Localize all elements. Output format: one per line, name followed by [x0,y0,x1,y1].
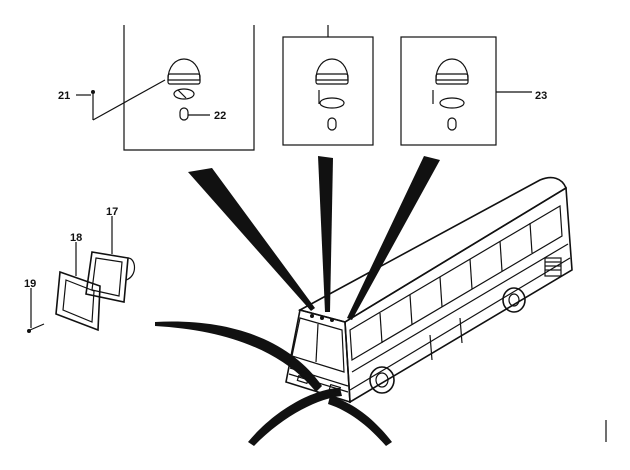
callout-17: 17 [106,206,118,218]
detail-pointer-wedges [155,156,440,446]
detail-box-middle [282,25,374,146]
bus-illustration [285,176,573,404]
detail-box-right [400,36,532,146]
callout-18: 18 [70,232,82,244]
headlamp-exploded [27,216,136,333]
callout-22: 22 [214,110,226,122]
detail-box-left [76,25,255,151]
callout-19: 19 [24,278,36,290]
callout-21: 21 [58,90,70,102]
callout-23: 23 [535,90,547,102]
